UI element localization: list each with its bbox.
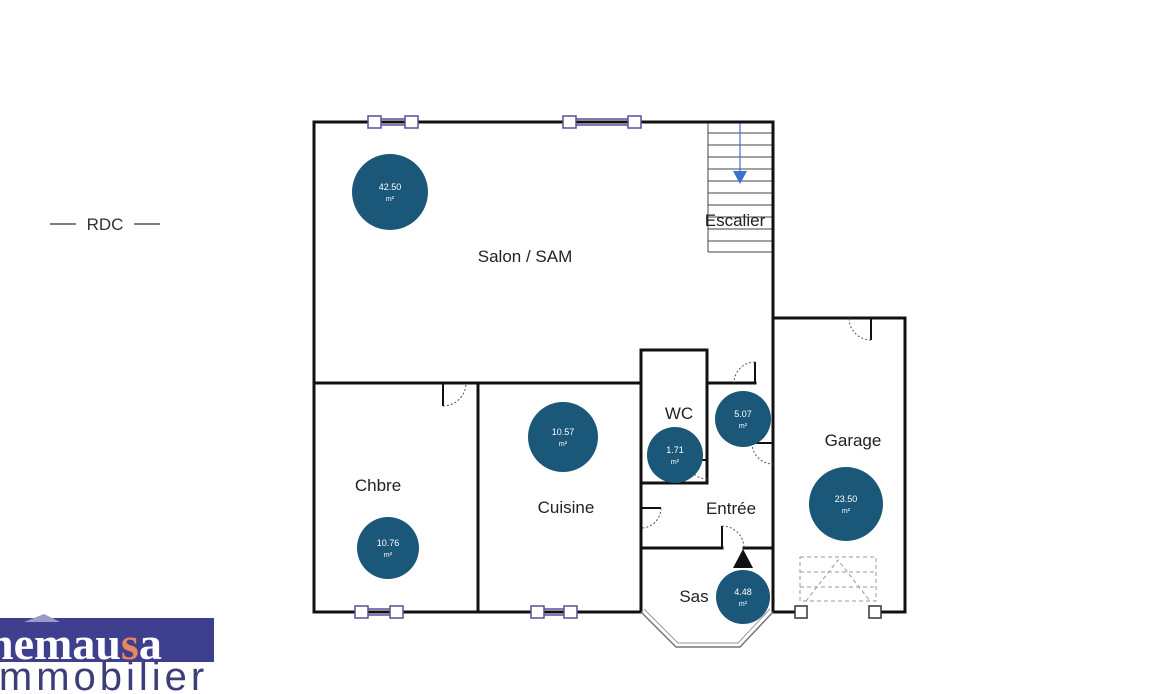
- room-label-salon: Salon / SAM: [478, 247, 573, 266]
- area-badge-chbre: 10.76 m²: [357, 517, 419, 579]
- house-roof-icon: [24, 614, 60, 622]
- area-badge-garage: 23.50 m²: [809, 467, 883, 541]
- area-badge-wc: 1.71 m²: [647, 427, 703, 483]
- area-unit-entree: m²: [739, 423, 748, 430]
- logo-subword: immobilier: [0, 655, 208, 694]
- room-label-escalier: Escalier: [705, 211, 766, 230]
- door-garage-side: [751, 442, 774, 465]
- door-sas: [721, 525, 745, 549]
- room-label-cuisine: Cuisine: [538, 498, 595, 517]
- room-label-garage: Garage: [825, 431, 882, 450]
- area-value-sas: 4.48: [734, 587, 752, 597]
- area-value-chbre: 10.76: [377, 538, 400, 548]
- window-cuisine: [530, 605, 578, 619]
- door-chbre: [442, 382, 467, 407]
- area-badges: 42.50 m² 10.76 m² 10.57 m² 1.71 m² 5.07 …: [352, 154, 883, 624]
- window-salon-left: [367, 115, 419, 129]
- window-chbre: [354, 605, 404, 619]
- doors: [442, 317, 872, 568]
- entrance-arrow-icon: [733, 549, 753, 568]
- sas-bay: [640, 608, 774, 648]
- area-unit-sas: m²: [739, 601, 748, 608]
- area-unit-chbre: m²: [384, 552, 393, 559]
- area-value-salon: 42.50: [379, 182, 402, 192]
- walls: [312, 120, 907, 614]
- area-value-wc: 1.71: [666, 445, 684, 455]
- stair-arrow-icon: [733, 171, 747, 184]
- logo-band: [0, 618, 214, 662]
- room-labels: Salon / SAM Chbre Cuisine WC Entrée Gara…: [355, 211, 882, 606]
- window-salon-right: [562, 115, 642, 129]
- room-label-sas: Sas: [679, 587, 708, 606]
- room-label-chbre: Chbre: [355, 476, 401, 495]
- area-badge-entree: 5.07 m²: [715, 391, 771, 447]
- agency-logo: nemausa immobilier: [0, 614, 214, 694]
- room-label-wc: WC: [665, 404, 693, 423]
- area-unit-wc: m²: [671, 459, 680, 466]
- windows: [354, 115, 642, 619]
- area-badge-salon: 42.50 m²: [352, 154, 428, 230]
- room-label-entree: Entrée: [706, 499, 756, 518]
- area-badge-cuisine: 10.57 m²: [528, 402, 598, 472]
- area-badge-sas: 4.48 m²: [716, 570, 770, 624]
- staircase: [707, 122, 773, 253]
- area-unit-salon: m²: [386, 196, 395, 203]
- area-unit-cuisine: m²: [559, 441, 568, 448]
- area-value-garage: 23.50: [835, 494, 858, 504]
- door-entree-top: [733, 361, 756, 384]
- garage-door: [794, 556, 882, 619]
- level-indicator: RDC: [50, 215, 160, 234]
- logo-word: nemausa: [0, 618, 162, 669]
- area-unit-garage: m²: [842, 508, 851, 515]
- door-cuisine: [640, 507, 662, 529]
- door-garage-top: [848, 317, 872, 341]
- area-value-entree: 5.07: [734, 409, 752, 419]
- area-value-cuisine: 10.57: [552, 427, 575, 437]
- level-label: RDC: [87, 215, 124, 234]
